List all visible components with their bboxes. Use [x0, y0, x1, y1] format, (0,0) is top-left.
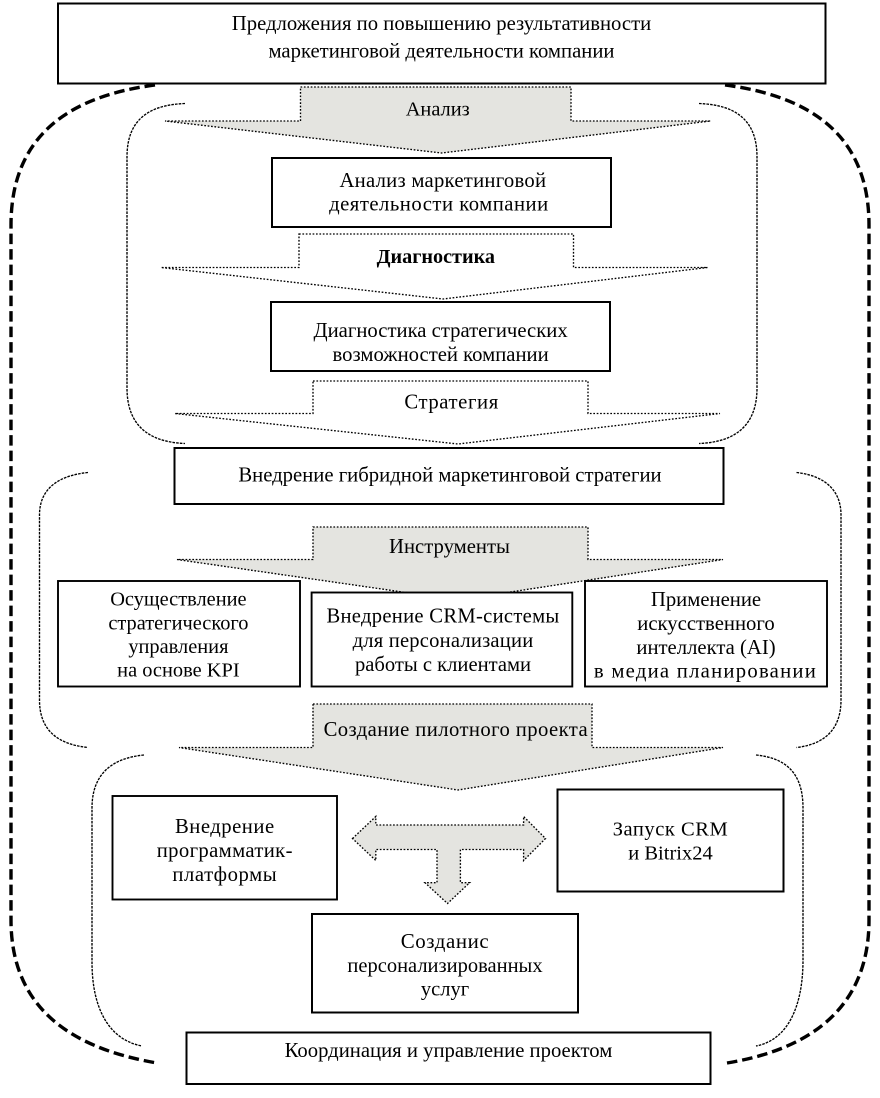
svg-text:Внедрение CRM-системы: Внедрение CRM-системы [326, 605, 559, 627]
svg-text:Диагностика стратегических: Диагностика стратегических [314, 320, 569, 342]
svg-text:Созданис: Созданис [401, 929, 490, 953]
svg-text:услуг: услуг [421, 979, 469, 1001]
svg-text:Создание пилотного проекта: Создание пилотного проекта [324, 719, 588, 741]
svg-text:деятельности компании: деятельности компании [329, 194, 549, 216]
svg-text:и Bitrix24: и Bitrix24 [628, 843, 712, 865]
svg-text:Запуск CRM: Запуск CRM [613, 819, 729, 841]
svg-text:маркетинговой деятельности ком: маркетинговой деятельности компании [268, 41, 614, 63]
svg-text:интеллекта (AI): интеллекта (AI) [636, 637, 775, 659]
svg-text:платформы: платформы [172, 864, 277, 886]
svg-text:Диагностика: Диагностика [377, 246, 495, 268]
svg-text:Анализ: Анализ [406, 99, 470, 121]
svg-text:в медиа планировании: в медиа планировании [594, 661, 817, 683]
svg-text:для персонализации: для персонализации [353, 630, 534, 652]
svg-text:программатик-: программатик- [157, 840, 293, 862]
svg-text:Применение: Применение [651, 589, 761, 611]
svg-text:стратегического: стратегического [108, 612, 248, 634]
svg-text:Внедрение гибридной маркетинго: Внедрение гибридной маркетинговой страте… [238, 464, 661, 486]
svg-text:Координация и управление проек: Координация и управление проектом [285, 1040, 613, 1062]
svg-text:Предложения по повышению резул: Предложения по повышению результативност… [232, 13, 651, 35]
svg-text:персонализированных: персонализированных [347, 955, 542, 977]
svg-text:управления: управления [128, 636, 229, 658]
svg-text:искусственного: искусственного [637, 613, 774, 635]
svg-text:работы с клиентами: работы с клиентами [355, 654, 531, 676]
svg-text:Внедрение: Внедрение [175, 816, 275, 838]
svg-text:на основе KPI: на основе KPI [117, 660, 240, 682]
svg-text:Инструменты: Инструменты [389, 536, 510, 558]
svg-text:Стратегия: Стратегия [404, 392, 499, 414]
svg-text:Осуществление: Осуществление [110, 589, 246, 611]
svg-text:Анализ маркетинговой: Анализ маркетинговой [339, 170, 546, 192]
svg-text:возможностей компании: возможностей компании [333, 344, 549, 366]
